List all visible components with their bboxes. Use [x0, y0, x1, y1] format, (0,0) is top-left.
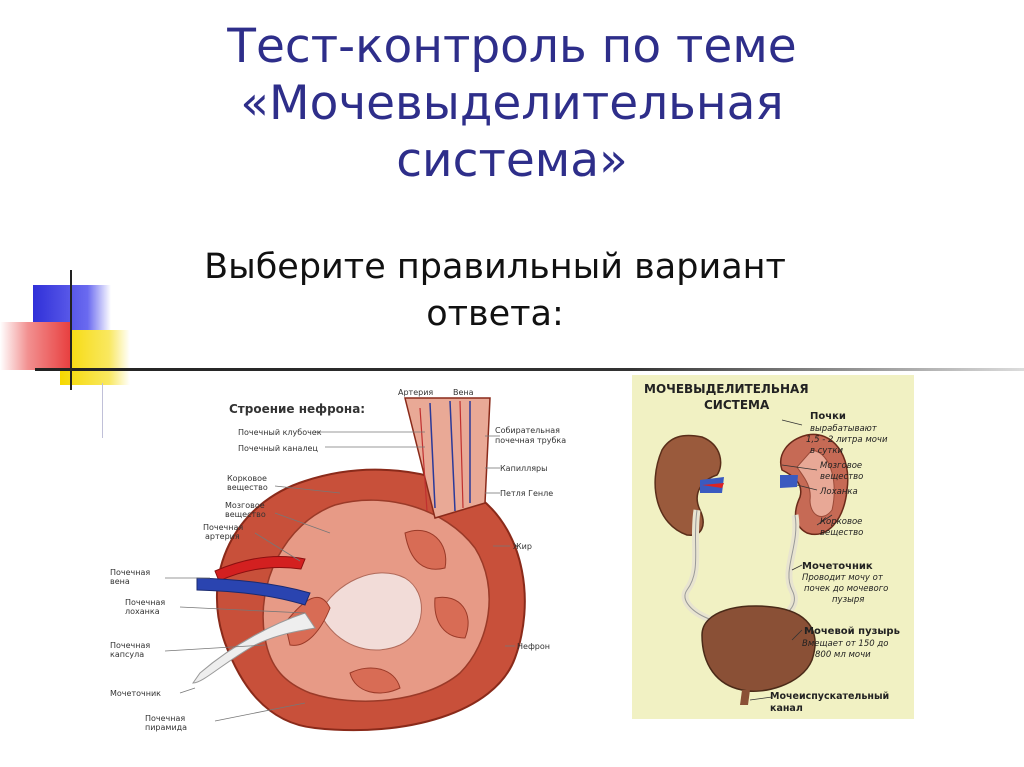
- system-heading-2: СИСТЕМА: [704, 398, 770, 412]
- label-pyramid-1: Почечная: [145, 714, 185, 723]
- label-ureter: Мочеточник: [110, 689, 161, 698]
- label-vein: Вена: [453, 388, 474, 397]
- system-heading-1: МОЧЕВЫДЕЛИТЕЛЬНАЯ: [644, 382, 809, 396]
- label-renal-artery-1: Почечная: [203, 523, 243, 532]
- deco-red-square: [0, 322, 70, 370]
- deco-vertical-line: [70, 270, 72, 390]
- label-collecting-1: Собирательная: [495, 426, 560, 435]
- label-artery: Артерия: [398, 388, 433, 397]
- subtitle-line-2: ответа:: [426, 294, 564, 334]
- slide-subtitle: Выберите правильный вариант ответа:: [120, 244, 870, 338]
- deco-horizontal-line: [35, 368, 1024, 371]
- label-renal-artery-2: артерия: [205, 532, 240, 541]
- label-renal-vein-2: вена: [110, 577, 130, 586]
- bladder-desc-1: Вмещает от 150 до: [802, 639, 888, 649]
- left-kidney-shape: [654, 434, 722, 536]
- label-pyramid-2: пирамида: [145, 723, 187, 732]
- label-medulla-2: вещество: [820, 472, 863, 482]
- label-glomerulus: Почечный клубочек: [238, 428, 322, 437]
- subtitle-line-1: Выберите правильный вариант: [204, 247, 786, 287]
- slide-title: Тест-контроль по теме «Мочевыделительная…: [140, 18, 884, 189]
- label-nephron: Нефрон: [517, 642, 550, 651]
- title-line-1: Тест-контроль по теме: [227, 19, 797, 74]
- label-capsule-1: Почечная: [110, 641, 150, 650]
- label-fat: Жир: [513, 542, 532, 551]
- label-capsule-2: капсула: [110, 650, 144, 659]
- label-bladder: Мочевой пузырь: [804, 626, 900, 637]
- label-medulla-2: вещество: [225, 510, 266, 519]
- label-medulla-1: Мозговое: [820, 461, 862, 471]
- label-urethra-1: Мочеиспускательный: [770, 691, 889, 702]
- label-capillaries: Капилляры: [500, 464, 547, 473]
- label-pelvis-2: лоханка: [125, 607, 160, 616]
- kidneys-desc-2: 1,5 - 2 литра мочи: [806, 435, 888, 445]
- label-renal-vein-1: Почечная: [110, 568, 150, 577]
- urinary-system-figure: МОЧЕВЫДЕЛИТЕЛЬНАЯ СИСТЕМА Почки вырабаты…: [632, 375, 914, 719]
- label-pelvis-1: Почечная: [125, 598, 165, 607]
- label-cortex-2: вещество: [820, 528, 863, 538]
- renal-vein-shape: [196, 577, 311, 606]
- ureter-desc-1: Проводит мочу от: [802, 573, 884, 583]
- bladder-shape: [701, 605, 816, 692]
- label-tubule: Почечный каналец: [238, 444, 318, 453]
- label-ureter: Мочеточник: [802, 561, 873, 572]
- label-medulla-1: Мозговое: [225, 501, 265, 510]
- deco-vertical-line-fade: [102, 383, 103, 438]
- renal-artery-shape: [214, 555, 306, 582]
- label-cortex-1: Корковое: [820, 517, 862, 527]
- title-line-3: система»: [396, 133, 628, 188]
- label-cortex-1: Корковое: [227, 474, 267, 483]
- label-cortex-2: вещество: [227, 483, 268, 492]
- nephron-structure-figure: Строение нефрона: Артерия Вена Почечный …: [110, 388, 566, 732]
- title-line-2: «Мочевыделительная: [240, 76, 784, 131]
- label-kidneys: Почки: [810, 411, 846, 422]
- kidneys-desc-1: вырабатывают: [810, 424, 878, 434]
- label-collecting-2: почечная трубка: [495, 436, 566, 445]
- kidneys-desc-3: в сутки: [810, 446, 844, 456]
- label-loop: Петля Генле: [500, 489, 553, 498]
- nephron-heading: Строение нефрона:: [229, 402, 365, 416]
- bladder-desc-2: 800 мл мочи: [815, 650, 871, 660]
- label-urethra-2: канал: [770, 703, 803, 714]
- ureter-desc-3: пузыря: [832, 595, 864, 605]
- ureter-desc-2: почек до мочевого: [804, 584, 888, 594]
- ureter-shape: [192, 612, 316, 684]
- label-pelvis: Лоханка: [819, 487, 858, 497]
